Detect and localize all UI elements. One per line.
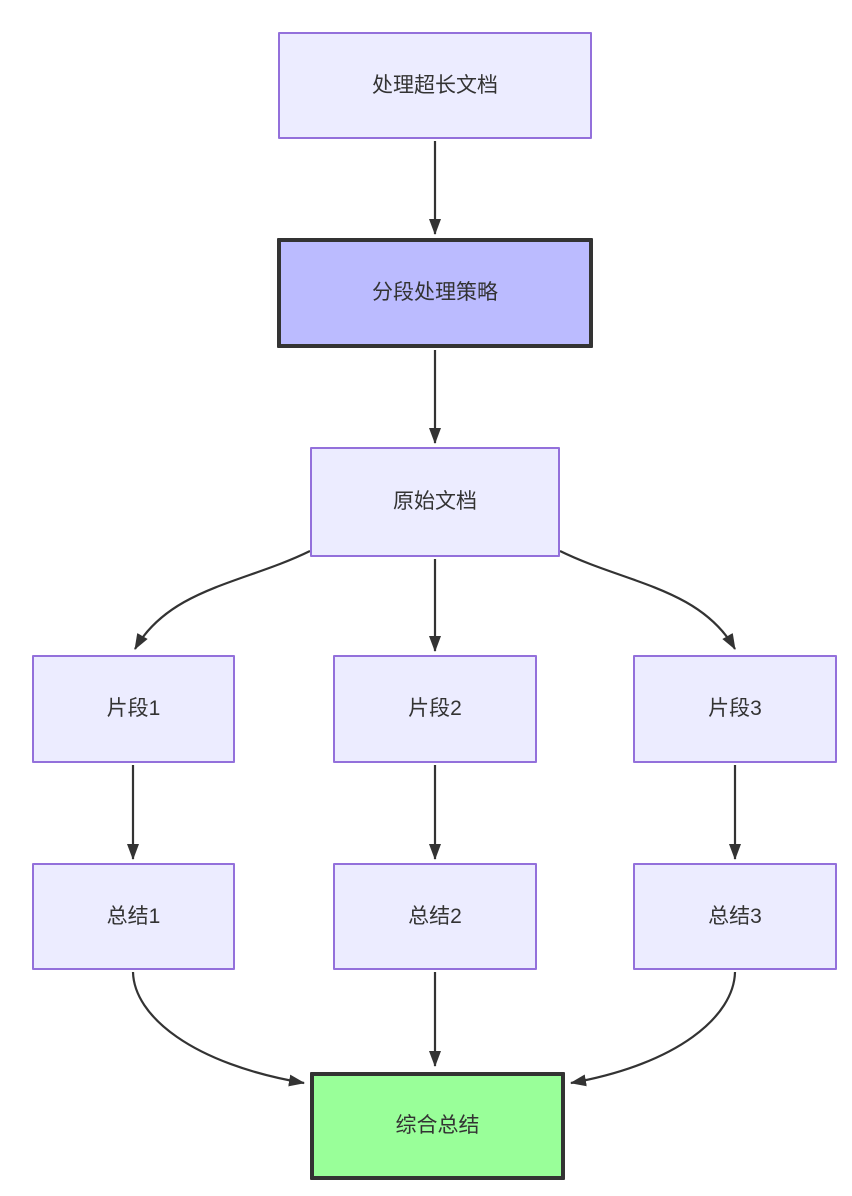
node-label: 片段1 (106, 697, 161, 721)
edge-c-to-fragment-3 (559, 550, 736, 650)
edge-c-to-fragment-1 (134, 550, 311, 650)
node-label: 综合总结 (395, 1114, 480, 1138)
node-process-long-document: 处理超长文档 (278, 32, 592, 139)
node-segmented-strategy: 分段处理策略 (277, 238, 593, 348)
node-summary-3: 总结3 (633, 863, 837, 970)
node-final-summary: 综合总结 (310, 1072, 565, 1180)
node-label: 原始文档 (393, 490, 477, 514)
node-label: 片段2 (408, 697, 462, 721)
edge-summary-1-to-final (131, 971, 305, 1087)
node-label: 处理超长文档 (372, 73, 498, 97)
node-label: 总结3 (708, 904, 762, 928)
node-fragment-1: 片段1 (32, 655, 235, 763)
node-label: 总结2 (408, 904, 462, 928)
node-original-document: 原始文档 (310, 447, 560, 557)
node-summary-2: 总结2 (333, 863, 537, 970)
node-fragment-3: 片段3 (633, 655, 837, 763)
node-label: 片段3 (708, 697, 762, 721)
node-summary-1: 总结1 (32, 863, 235, 970)
node-fragment-2: 片段2 (333, 655, 537, 763)
node-label: 总结1 (106, 904, 161, 928)
edge-summary-3-to-final (570, 971, 737, 1087)
node-label: 分段处理策略 (372, 281, 498, 305)
